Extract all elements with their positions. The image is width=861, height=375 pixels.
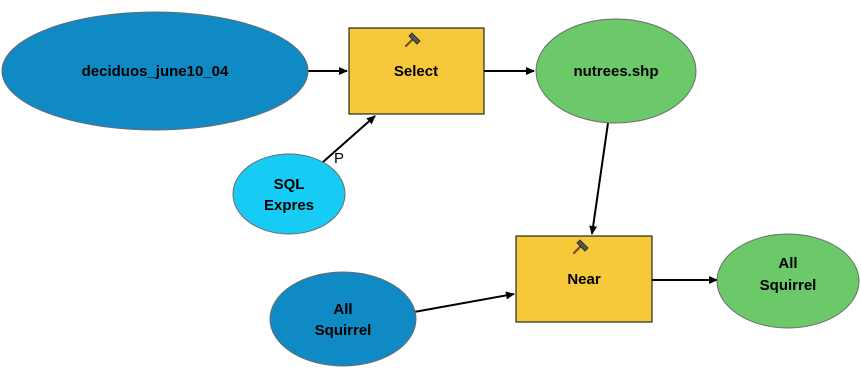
node-label-line2: Squirrel: [760, 277, 817, 294]
node-label: deciduos_june10_04: [82, 63, 229, 80]
connector-nutrees-to-near: [589, 122, 609, 235]
connector-squirrel-to-near: [413, 291, 515, 313]
node-label-line1: All: [778, 255, 797, 272]
node-label: nutrees.shp: [573, 63, 658, 80]
connector-sql-to-select: [322, 115, 376, 163]
node-all-squirrel-input[interactable]: All Squirrel: [269, 271, 417, 367]
hammer-icon: [572, 239, 589, 255]
node-label: Near: [567, 271, 601, 288]
node-sql-expression[interactable]: SQL Expres: [232, 153, 346, 235]
parameter-marker: P: [334, 150, 344, 167]
node-select-tool[interactable]: Select: [348, 27, 485, 115]
node-label-line1: All: [333, 301, 352, 318]
node-nutrees-shp[interactable]: nutrees.shp: [535, 18, 697, 124]
node-label: Select: [394, 63, 438, 80]
node-label-line2: Expres: [264, 197, 314, 214]
node-all-squirrel-output[interactable]: All Squirrel: [716, 233, 860, 329]
node-deciduos-june10-04[interactable]: deciduos_june10_04: [1, 11, 309, 131]
node-label-line1: SQL: [274, 176, 305, 193]
node-label-line2: Squirrel: [315, 322, 372, 339]
node-near-tool[interactable]: Near: [515, 235, 653, 323]
hammer-icon: [404, 32, 421, 48]
